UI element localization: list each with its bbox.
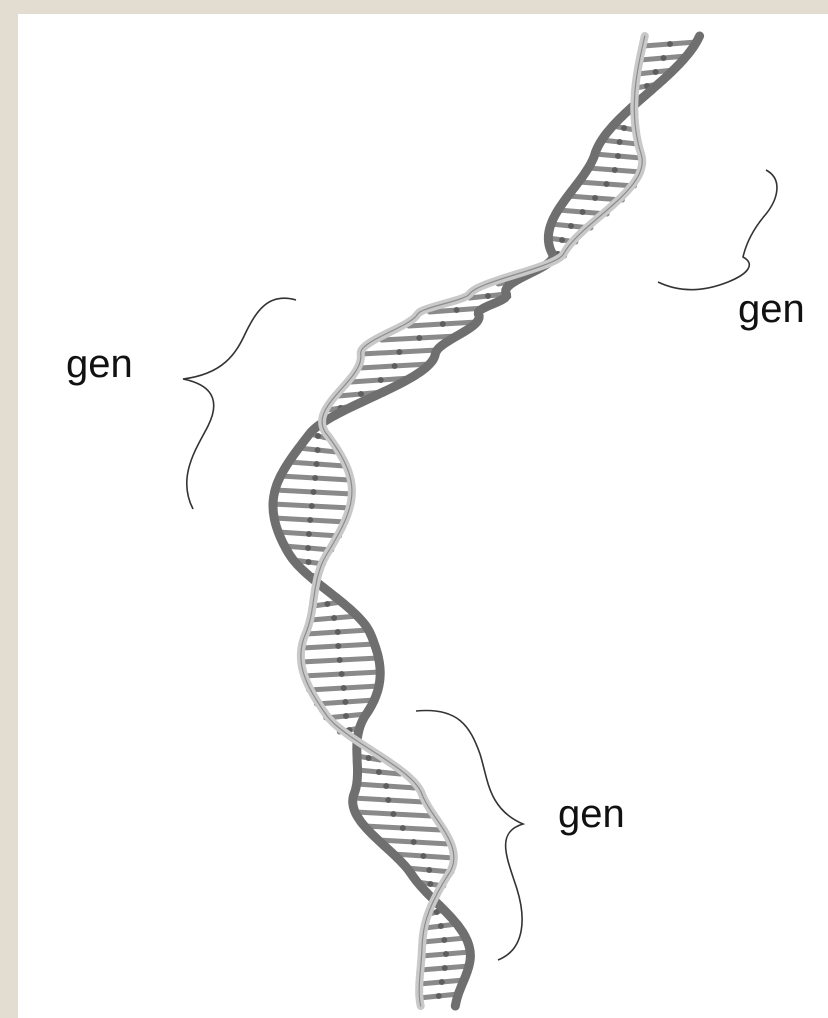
base-pair-bond-dot [653, 69, 659, 75]
base-pair-bond-dot [396, 349, 402, 355]
base-pair-bond-dot [366, 755, 372, 761]
base-pair-bond-dot [305, 545, 311, 551]
base-pair-bond-dot [341, 685, 347, 691]
gene-label-left: gen [66, 344, 133, 384]
base-pair-bond-dot [438, 923, 444, 929]
dna-helix-illustration [18, 14, 828, 1018]
base-pair-bond-dot [441, 937, 447, 943]
base-pair-bond-dot [400, 825, 406, 831]
base-pair-bond-dot [439, 979, 445, 985]
base-pair-bond-dot [667, 41, 673, 47]
base-pair-bond-dot [315, 447, 321, 453]
base-pair-bond-dot [568, 223, 574, 229]
base-pair-bond-dot [312, 475, 318, 481]
base-pair-bond-dot [392, 363, 398, 369]
base-pair-bond-dot [331, 615, 337, 621]
base-pair-bond-dot [339, 671, 345, 677]
gene-bracket-right [658, 170, 777, 290]
base-pair-bond-dot [309, 503, 315, 509]
base-pair-bond-dot [342, 699, 348, 705]
base-pair-bond-dot [315, 433, 321, 439]
base-pair-bond-dot [358, 391, 364, 397]
gene-bracket-bottom [416, 710, 523, 960]
base-pair-bond-dot [416, 335, 422, 341]
base-pair-bond-dot [335, 643, 341, 649]
base-pair-bond-dot [324, 601, 330, 607]
base-pair-bond-dot [343, 713, 349, 719]
gene-label-right: gen [738, 289, 805, 329]
base-pair-bond-dot [617, 139, 623, 145]
base-pair-bond-dot [426, 867, 432, 873]
base-pair-bond-dot [306, 531, 312, 537]
base-pair-bond-dot [390, 811, 396, 817]
base-pair-bond-dot [420, 853, 426, 859]
base-pair-bond-dot [485, 293, 491, 299]
base-pair-bond-dot [306, 559, 312, 565]
base-pair-bond-dot [311, 489, 317, 495]
base-pair-bond-dot [580, 209, 586, 215]
base-pair-bond-dot [604, 181, 610, 187]
base-pair-bond-dot [335, 629, 341, 635]
base-pair-bond-dot [615, 153, 621, 159]
gene-label-bottom: gen [558, 794, 625, 834]
base-pair-bond-dot [559, 237, 565, 243]
base-pair-bond-dot [442, 965, 448, 971]
dna-figure: gen gen gen [18, 14, 828, 1018]
base-pair-bond-dot [454, 307, 460, 313]
base-pair-bond-dot [592, 195, 598, 201]
base-pair-bond-dot [337, 657, 343, 663]
base-pair-bond-dot [378, 377, 384, 383]
base-pair-bond-dot [440, 321, 446, 327]
base-pair-bond-dot [383, 783, 389, 789]
base-pair-bond-dot [314, 461, 320, 467]
base-pair-bond-dot [443, 951, 449, 957]
base-pair-bond-dot [385, 797, 391, 803]
base-pair-bond-dot [427, 881, 433, 887]
base-pair-bond-dot [307, 517, 313, 523]
base-pair-bond-dot [661, 55, 667, 61]
base-pair-bond-dot [612, 167, 618, 173]
base-pair-bond-dot [376, 769, 382, 775]
base-pair-bond-dot [411, 839, 417, 845]
base-pair-bond-dot [436, 993, 442, 999]
base-pair-bond-dot [621, 125, 627, 131]
